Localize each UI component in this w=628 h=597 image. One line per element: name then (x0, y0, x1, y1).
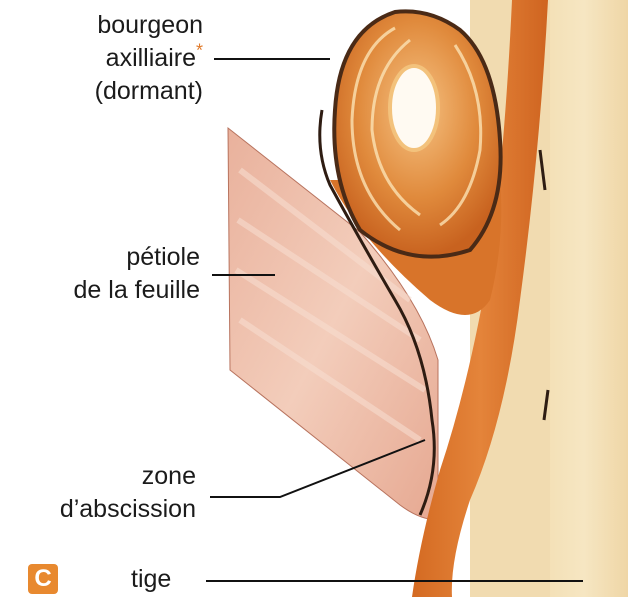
label-bourgeon-line3: (dormant) (95, 75, 203, 108)
label-zone-line2: d’abscission (60, 493, 196, 526)
label-bourgeon-line2-text: axilliaire (106, 44, 196, 72)
label-bourgeon-line1: bourgeon (95, 9, 203, 42)
panel-letter-badge: C (28, 564, 58, 594)
label-petiole-line2: de la feuille (74, 274, 200, 307)
label-zone-abscission: zone d’abscission (60, 460, 196, 526)
label-petiole: pétiole de la feuille (74, 241, 200, 307)
asterisk-marker: * (196, 41, 203, 61)
label-bourgeon-axillaire: bourgeon axilliaire* (dormant) (95, 9, 203, 108)
label-bourgeon-line2: axilliaire* (95, 42, 203, 75)
bud-core (390, 66, 438, 150)
label-tige: tige (131, 563, 171, 596)
label-petiole-line1: pétiole (74, 241, 200, 274)
stem-wood-region (540, 0, 628, 597)
label-zone-line1: zone (60, 460, 196, 493)
